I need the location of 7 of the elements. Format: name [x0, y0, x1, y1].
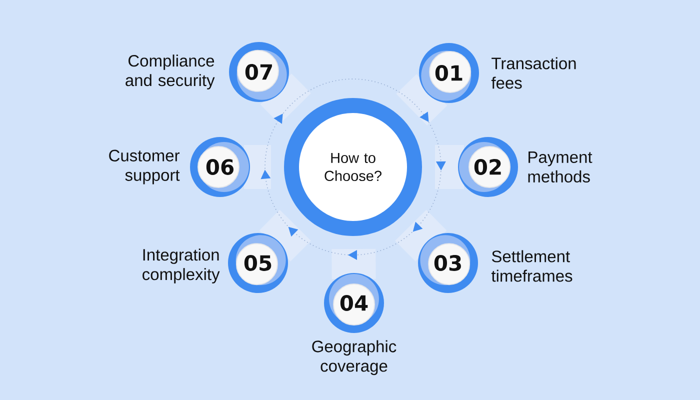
step-label: Integration complexity — [142, 248, 220, 284]
step-label: Transaction fees — [491, 57, 576, 89]
step-label: Customer support — [109, 150, 180, 184]
step-label: Compliance and security — [126, 54, 215, 90]
step-label: Geographic coverage — [312, 340, 396, 376]
step-label: Settlement timeframes — [491, 250, 572, 282]
step-label: Payment methods — [528, 152, 592, 182]
